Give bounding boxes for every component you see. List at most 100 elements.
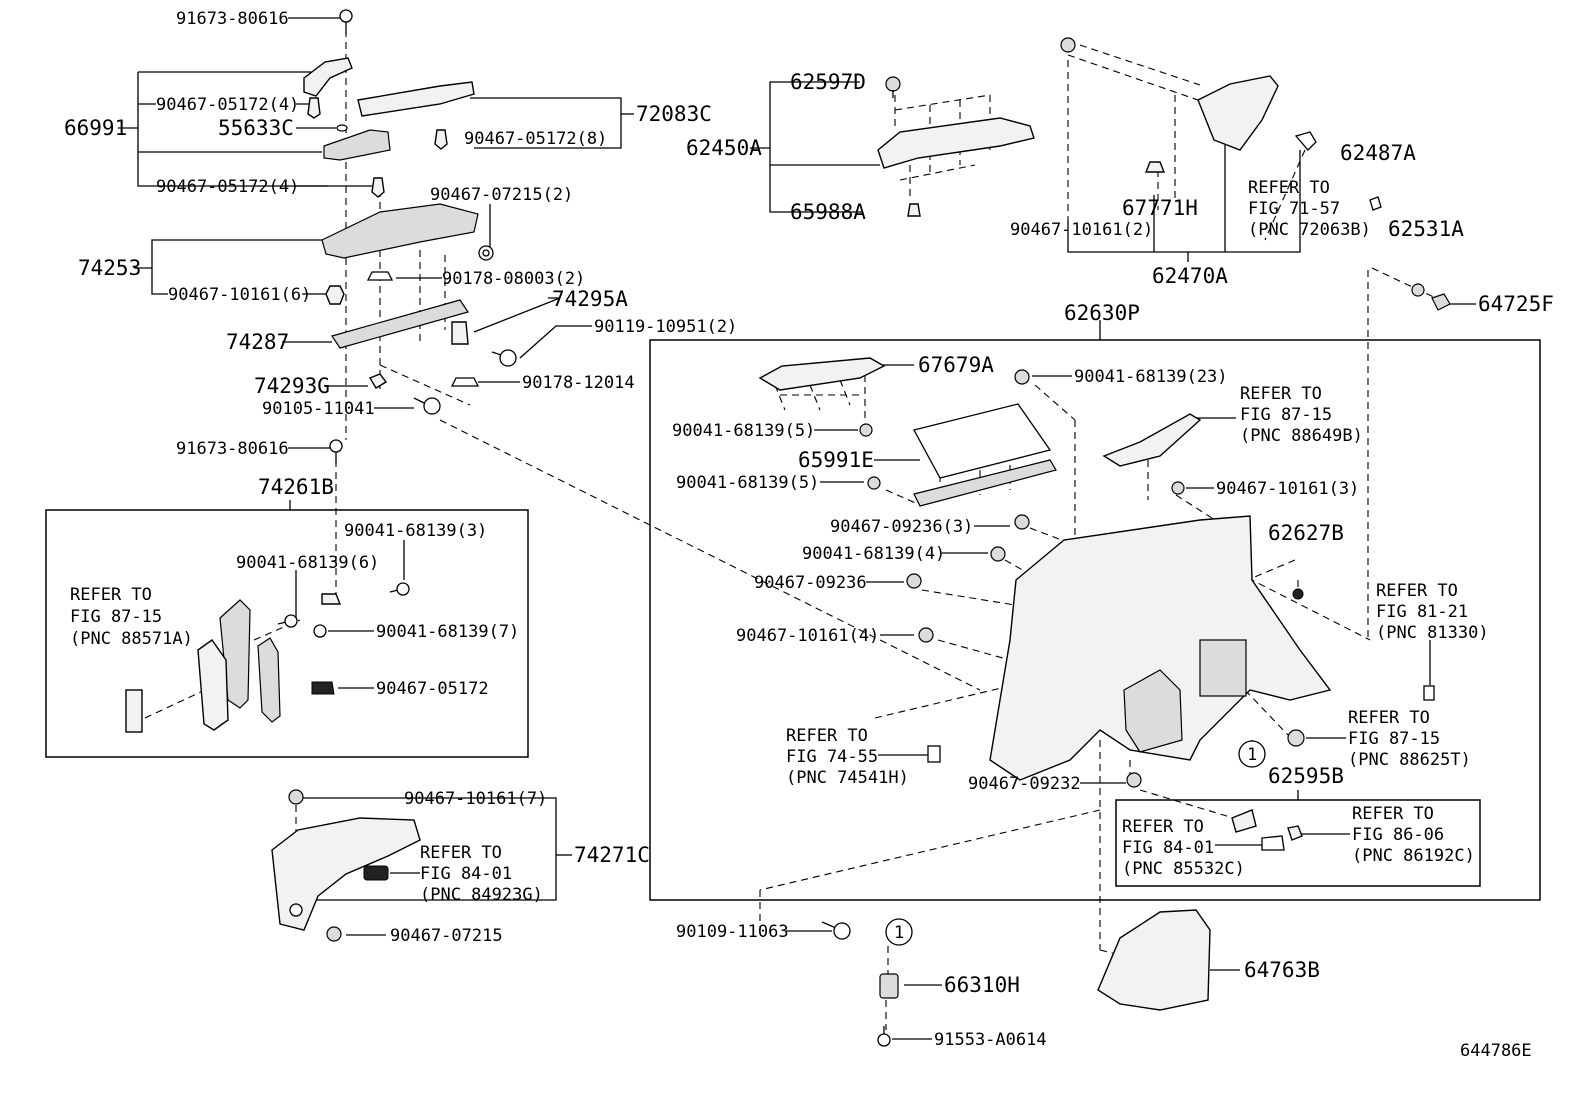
label-74261B: 74261B: [258, 475, 334, 499]
clip-icon-74293G: [368, 373, 388, 389]
label-62595B: 62595B: [1268, 764, 1344, 788]
svg-text:REFER TO: REFER TO: [1248, 178, 1330, 198]
scuff-plate-62450A-icon: [877, 117, 1035, 169]
svg-text:REFER TO: REFER TO: [1352, 804, 1434, 824]
clip-icon-90041-3: [321, 593, 342, 605]
storage-pocket-icon: [1123, 669, 1183, 753]
label-91553-A0614: 91553-A0614: [934, 1030, 1047, 1050]
trim-cover-88649B-icon: [1102, 413, 1202, 467]
label-65988A: 65988A: [790, 200, 866, 224]
clip-icon-91673-a: [339, 9, 353, 34]
svg-text:REFER TO: REFER TO: [1122, 817, 1204, 837]
bolt-icon-90105-11041: [413, 397, 441, 415]
label-62630P: 62630P: [1064, 301, 1140, 325]
svg-text:(PNC 74541H): (PNC 74541H): [786, 768, 909, 788]
label-62450A: 62450A: [686, 136, 762, 160]
clip-icon-90467-10161-7: [288, 789, 304, 805]
nut-icon-90178-12014: [450, 377, 480, 387]
label-90041-68139-23: 90041-68139(23): [1074, 367, 1228, 387]
svg-text:(PNC 72063B): (PNC 72063B): [1248, 220, 1371, 240]
svg-text:(PNC 85532C): (PNC 85532C): [1122, 859, 1245, 879]
grip-clip-icon-b: [371, 177, 385, 198]
svg-text:(PNC 84923G): (PNC 84923G): [420, 885, 543, 905]
bracket-74287-icon: [331, 299, 469, 349]
screw-icon-90041-68139-3: [389, 582, 410, 596]
quarter-trim-panel-icon: [989, 515, 1332, 781]
svg-text:FIG 71-57: FIG 71-57: [1248, 199, 1340, 219]
speaker-grille-icon: [1199, 639, 1247, 697]
group-box-62595B: [1115, 799, 1481, 887]
bolt-icon-90119-10951: [491, 349, 517, 367]
part-icon-66310H: [879, 973, 899, 999]
svg-text:FIG 81-21: FIG 81-21: [1376, 602, 1468, 622]
group-box-74261B: [45, 509, 529, 758]
svg-text:FIG 87-15: FIG 87-15: [1240, 405, 1332, 425]
label-90109-11063: 90109-11063: [676, 922, 789, 942]
leader-lines: [118, 17, 1476, 1040]
label-62531A: 62531A: [1388, 217, 1464, 241]
svg-text:REFER TO: REFER TO: [786, 726, 868, 746]
connector-85532C-icon: [1231, 809, 1257, 833]
svg-text:FIG 74-55: FIG 74-55: [786, 747, 878, 767]
clip-icon-90467-09236-3: [1014, 514, 1030, 530]
clip-icon-74295A: [451, 321, 469, 345]
part-shapes: [125, 9, 1451, 1047]
label-90467-07215: 90467-07215: [390, 926, 503, 946]
label-90041-68139-3: 90041-68139(3): [344, 521, 487, 541]
label-90041-68139-4: 90041-68139(4): [802, 544, 945, 564]
label-62627B: 62627B: [1268, 521, 1344, 545]
clip-icon-74541H: [927, 745, 941, 763]
label-66310H: 66310H: [944, 973, 1020, 997]
label-55633C: 55633C: [218, 116, 294, 140]
screw-icon-91553-A0614: [877, 1026, 891, 1047]
connector-86192C-icon: [1261, 835, 1285, 851]
label-65991E: 65991E: [798, 448, 874, 472]
handle-cover-icon: [303, 57, 353, 97]
refer-note-88649B: REFER TO FIG 87-15 (PNC 88649B): [1240, 384, 1363, 446]
label-62597D: 62597D: [790, 70, 866, 94]
refer-notes: REFER TO FIG 87-15 (PNC 88571A) REFER TO…: [70, 178, 1489, 905]
diagram-id: 644786E: [1460, 1041, 1532, 1061]
socket-icon-84923G: [363, 865, 389, 881]
label-90105-11041: 90105-11041: [262, 399, 375, 419]
pillar-bracket-icon: [257, 637, 281, 723]
cap-icon-62487A: [1369, 196, 1382, 211]
label-67679A: 67679A: [918, 353, 994, 377]
label-64725F: 64725F: [1478, 292, 1554, 316]
svg-text:(PNC 88649B): (PNC 88649B): [1240, 426, 1363, 446]
svg-text:FIG 84-01: FIG 84-01: [1122, 838, 1214, 858]
label-90041-68139-7: 90041-68139(7): [376, 622, 519, 642]
svg-text:(PNC 81330): (PNC 81330): [1376, 623, 1489, 643]
refer-note-86192C: REFER TO FIG 86-06 (PNC 86192C): [1352, 804, 1475, 866]
ring-icon-55633C: [336, 124, 348, 132]
svg-text:(PNC 88625T): (PNC 88625T): [1348, 750, 1471, 770]
screw-icon-90041-68139-7: [313, 624, 327, 638]
clip-icon-67771H: [1144, 161, 1166, 173]
label-74287: 74287: [226, 330, 289, 354]
svg-text:REFER TO: REFER TO: [420, 843, 502, 863]
label-90467-07215-2: 90467-07215(2): [430, 185, 573, 205]
label-90467-09236-3: 90467-09236(3): [830, 517, 973, 537]
svg-text:REFER TO: REFER TO: [1376, 581, 1458, 601]
label-90467-09232: 90467-09232: [968, 774, 1081, 794]
vent-grille-icon: [125, 689, 143, 733]
hole-icon: [289, 903, 303, 917]
clip-icon-90467-09232: [1126, 772, 1142, 788]
label-90178-08003-2: 90178-08003(2): [442, 269, 585, 289]
reference-circle-label-a: 1: [894, 923, 904, 943]
label-62470A: 62470A: [1152, 264, 1228, 288]
label-90467-05172-8: 90467-05172(8): [464, 129, 607, 149]
svg-text:FIG 86-06: FIG 86-06: [1352, 825, 1444, 845]
panel-65991E-edge: [913, 459, 1057, 507]
bolt-icon-90467-07215: [478, 245, 494, 261]
refer-note-81330: REFER TO FIG 81-21 (PNC 81330): [1376, 581, 1489, 643]
refer-note-84923G: REFER TO FIG 84-01 (PNC 84923G): [420, 843, 543, 905]
label-90467-09236: 90467-09236: [754, 573, 867, 593]
part-labels: 91673-80616 66991 90467-05172(4) 55633C …: [64, 9, 1554, 1061]
refer-note-88625T: REFER TO FIG 87-15 (PNC 88625T): [1348, 708, 1471, 770]
cap-icon-62627B: [1292, 588, 1304, 600]
label-90041-68139-6: 90041-68139(6): [236, 553, 379, 573]
label-90178-12014: 90178-12014: [522, 373, 635, 393]
label-91673-80616-b: 91673-80616: [176, 439, 289, 459]
svg-text:(PNC 88571A): (PNC 88571A): [70, 629, 193, 649]
